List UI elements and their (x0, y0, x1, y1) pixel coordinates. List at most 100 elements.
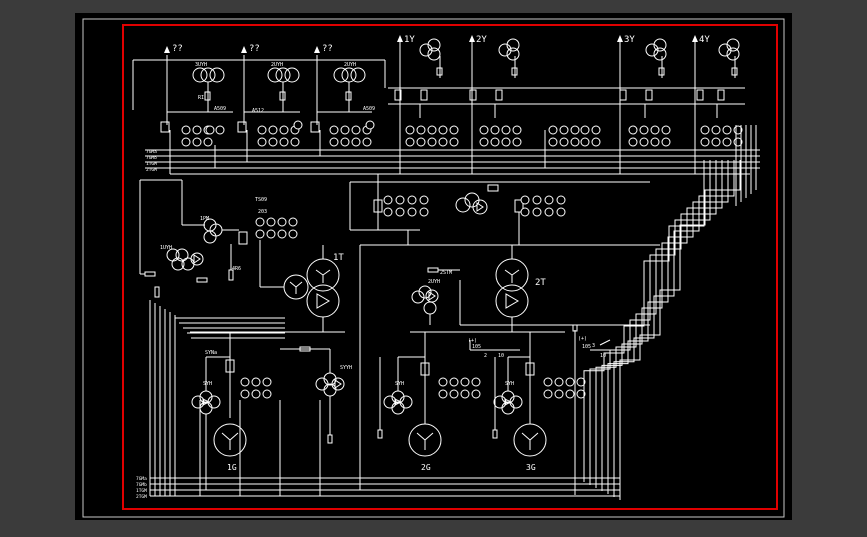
terminal-circle (471, 377, 481, 387)
bus-label-4: 2TGM (146, 167, 157, 173)
mid-label-2: 2 (484, 353, 487, 359)
terminal-circle (639, 125, 649, 135)
terminal-circle (277, 229, 287, 239)
t1-ct-tag: 1PM (200, 216, 209, 222)
transformer-2t-pt: 2STM 2UYH (411, 267, 650, 326)
right-plus: (+) (578, 336, 587, 342)
terminal-circle (580, 125, 590, 135)
transformer-zone: 1T TS09 203 4R6 1PM 1UYH (139, 174, 660, 490)
terminal-circle (520, 195, 530, 205)
terminal-circle (490, 125, 500, 135)
terminal-circle (405, 137, 415, 147)
terminal-group-9 (580, 125, 601, 147)
terminal-circle (419, 207, 429, 217)
terminal-circle (501, 125, 511, 135)
feeder-label-1: ?? (172, 44, 183, 54)
terminal-group-3 (293, 120, 303, 130)
feeder-2-pt-tag: 2UYH (271, 62, 283, 68)
terminal-circle (266, 217, 276, 227)
sep-pt-tag: SYYH (340, 365, 352, 371)
feeder-label-3: ?? (322, 44, 333, 54)
generator-label-2g: 2G (421, 463, 431, 472)
signal-buses: 7GMa 7GMb 1TGM 2TGM (145, 130, 760, 175)
terminal-circle (215, 125, 225, 135)
terminal-group-17 (543, 377, 586, 399)
terminal-circle (290, 137, 300, 147)
outgoing-label-4y: 4Y (699, 35, 710, 45)
terminal-circle (554, 389, 564, 399)
terminal-circle (460, 377, 470, 387)
terminal-circle (279, 137, 289, 147)
terminal-circle (556, 195, 566, 205)
terminal-circle (362, 137, 372, 147)
terminal-circle (591, 137, 601, 147)
staircase-wire (613, 160, 735, 497)
terminal-circle (277, 217, 287, 227)
terminal-circle (438, 137, 448, 147)
staircase-wiring (583, 125, 757, 500)
terminal-circle (565, 389, 575, 399)
terminal-circle (460, 389, 470, 399)
terminal-group-5 (365, 120, 375, 130)
generator-1g: 1G SYNa SYH (191, 332, 247, 490)
generator-label-1g: 1G (227, 463, 237, 472)
terminal-circle (512, 137, 522, 147)
terminal-circle (490, 137, 500, 147)
terminal-circle (711, 137, 721, 147)
terminal-circle (251, 377, 261, 387)
terminal-circle (262, 377, 272, 387)
terminal-circle (438, 377, 448, 387)
terminal-circle (580, 137, 590, 147)
t1-box2-tag: 203 (258, 209, 267, 215)
terminal-circle (722, 125, 732, 135)
terminal-circle (262, 389, 272, 399)
t1-pt-tag: 1UYH (160, 245, 172, 251)
left-vertical-wiring (149, 300, 321, 496)
terminal-group-15 (240, 377, 272, 399)
bottom-buses: 7GMa 7GMb 1TGM 2TGM (136, 476, 620, 500)
terminal-circle (395, 195, 405, 205)
outgoing-line-4y: 4Y (692, 35, 740, 130)
g2-pt-tag: SYH (395, 381, 404, 387)
terminal-circle (351, 137, 361, 147)
terminal-circle (639, 137, 649, 147)
terminal-circle (576, 389, 586, 399)
terminal-circle (591, 125, 601, 135)
terminal-circle (405, 125, 415, 135)
terminal-circle (543, 389, 553, 399)
terminal-circle (544, 207, 554, 217)
bottom-bus-label-1: 7GMa (136, 476, 147, 482)
t2-left-tag: 2STM (440, 270, 452, 276)
t2-pt-tag: 2UYH (428, 279, 440, 285)
terminal-rows (181, 120, 743, 399)
terminal-circle (661, 137, 671, 147)
terminal-circle (365, 120, 375, 130)
terminal-circle (700, 125, 710, 135)
terminal-circle (395, 207, 405, 217)
terminal-circle (438, 389, 448, 399)
terminal-circle (548, 125, 558, 135)
terminal-group-6 (405, 125, 459, 147)
terminal-circle (661, 125, 671, 135)
transformer-1t: 1T (238, 231, 344, 332)
feeder-arrow-3: ?? (314, 44, 333, 60)
terminal-circle (407, 195, 417, 205)
terminal-circle (240, 377, 250, 387)
terminal-circle (479, 125, 489, 135)
mid-label: 105 (472, 344, 481, 350)
terminal-circle (532, 207, 542, 217)
terminal-circle (293, 120, 303, 130)
terminal-circle (628, 125, 638, 135)
terminal-circle (427, 125, 437, 135)
transformer-label-1t: 1T (333, 253, 344, 263)
bus-label-2: 7GMb (146, 155, 157, 161)
terminal-circle (192, 125, 202, 135)
terminal-circle (512, 125, 522, 135)
terminal-circle (383, 207, 393, 217)
terminal-circle (559, 125, 569, 135)
terminal-circle (449, 377, 459, 387)
terminal-circle (192, 137, 202, 147)
terminal-group-14 (520, 195, 566, 217)
